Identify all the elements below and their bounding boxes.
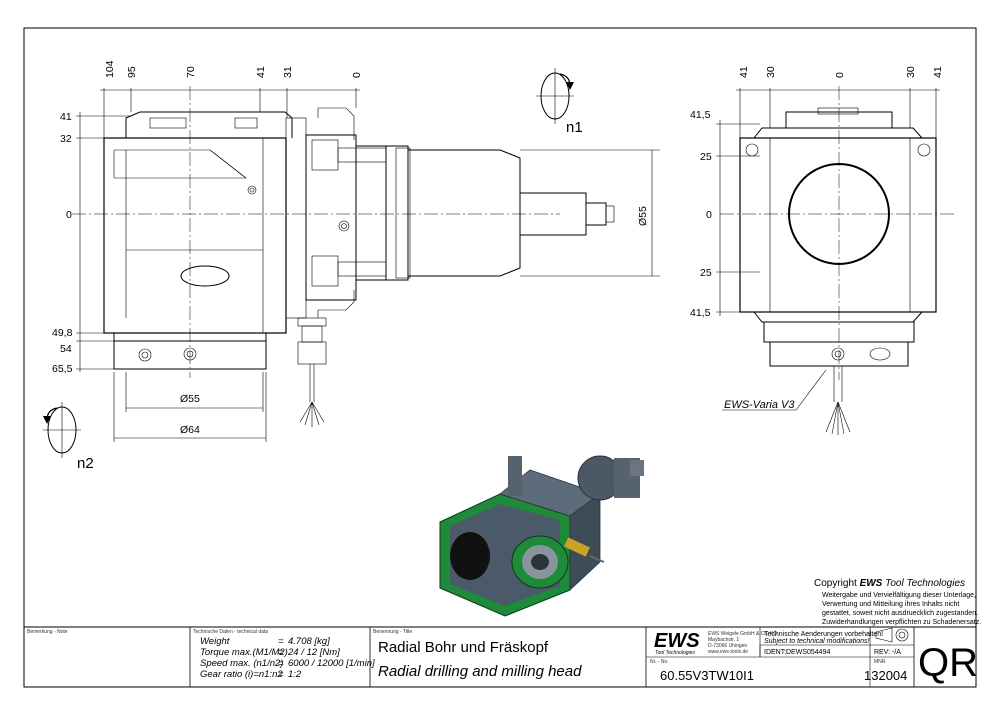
svg-text:EWS Weigele GmbH & Co. KG: EWS Weigele GmbH & Co. KG <box>708 631 777 637</box>
label-n1: n1 <box>566 119 583 136</box>
copyright-line-2: Verwertung und Mitteilung ihres Inhalts … <box>822 601 959 608</box>
drawing-frame <box>23 27 977 688</box>
title-label: Benennung - Title <box>373 629 412 635</box>
fdim-30a: 30 <box>765 66 777 78</box>
part-number: 60.55V3TW10I1 <box>660 668 754 683</box>
title-block: Bemerkung - Note Technische Daten - tech… <box>24 626 978 687</box>
dim-41-left: 41 <box>60 111 72 123</box>
svg-text:www.ews-tools.de: www.ews-tools.de <box>708 649 748 655</box>
fdim-0-left: 0 <box>706 209 712 221</box>
side-top-dim-labels: 104 95 70 41 31 0 <box>104 60 363 78</box>
title-german: Radial Bohr und Fräskopf <box>378 639 549 656</box>
notice-english: Subject to technical modifications! <box>764 638 869 645</box>
front-left-dim-labels: 41,5 25 0 25 41,5 <box>690 109 712 319</box>
svg-text:=: = <box>278 636 284 647</box>
tech-torque-name: Torque max.(M1/M2) <box>200 647 288 658</box>
ews-logo-sub: Tool Technologies <box>655 650 695 656</box>
tech-speed-name: Speed max. (n1/n2) <box>200 658 283 669</box>
fdim-25b: 25 <box>700 267 712 279</box>
fdim-25a: 25 <box>700 151 712 163</box>
dim-0: 0 <box>351 72 363 78</box>
fdim-41-5b: 41,5 <box>690 307 711 319</box>
title-english: Radial drilling and milling head <box>378 663 582 680</box>
front-view <box>720 86 956 435</box>
remark-label: Bemerkung - Note <box>27 629 68 635</box>
fdim-41-5a: 41,5 <box>690 109 711 121</box>
label-n2: n2 <box>77 455 94 472</box>
dim-dia55-flange: Ø55 <box>180 393 200 405</box>
mnr-label: MNR. <box>874 659 887 665</box>
fdim-41b: 41 <box>932 66 944 78</box>
side-view <box>72 86 615 427</box>
dim-dia55-spindle: Ø55 <box>637 206 649 226</box>
front-view-dimensions <box>716 88 940 316</box>
dim-104: 104 <box>104 60 116 78</box>
copyright-line-3: gestattet, soweit nicht ausdruecklich zu… <box>822 610 978 617</box>
tech-speed-value: 6000 / 12000 [1/min] <box>288 658 375 669</box>
ident-label: IDENT: <box>764 649 786 656</box>
fdim-41a: 41 <box>738 66 750 78</box>
qr-label: QR <box>918 641 978 685</box>
ews-logo: EWS <box>654 630 700 652</box>
dim-70: 70 <box>185 66 197 78</box>
tech-gear-value: 1:2 <box>288 669 302 680</box>
tech-data-label: Technische Daten - technical data <box>193 629 268 635</box>
tech-gear-name: Gear ratio (i)=n1:n2 <box>200 669 283 680</box>
svg-text:=: = <box>278 647 284 658</box>
side-view-dimensions <box>76 88 660 442</box>
dim-95: 95 <box>126 66 138 78</box>
copyright-line-1: Weitergabe und Vervielfältigung dieser U… <box>822 592 976 599</box>
dim-54: 54 <box>60 343 72 355</box>
svg-text:=: = <box>278 669 284 680</box>
mnr-value: 132004 <box>864 668 907 683</box>
tech-torque-value: 24 / 12 [Nm] <box>287 647 340 658</box>
svg-text:Copyright EWS Tool Technologie: Copyright EWS Tool Technologies <box>814 578 965 589</box>
ident-value: DEWS054494 <box>786 649 830 656</box>
dim-0-left: 0 <box>66 209 72 221</box>
dim-32: 32 <box>60 133 72 145</box>
svg-text:Maybachstr. 1: Maybachstr. 1 <box>708 637 739 643</box>
isometric-3d-view <box>439 455 644 617</box>
rev-value: -/A <box>892 649 901 656</box>
svg-text:=: = <box>278 658 284 669</box>
notice-german: Technische Aenderungen vorbehalten! <box>764 631 883 638</box>
rev-label: REV: <box>874 649 890 656</box>
dim-65-5: 65,5 <box>52 363 73 375</box>
dim-49-8: 49,8 <box>52 327 73 339</box>
fdim-30b: 30 <box>905 66 917 78</box>
copyright-notice: Copyright EWS Tool Technologies Weiterga… <box>814 578 981 626</box>
dim-41: 41 <box>255 66 267 78</box>
rotation-symbol-n2: n2 <box>43 402 94 472</box>
number-label: Nr. - No. <box>650 659 669 665</box>
side-left-dim-labels: 41 32 0 49,8 54 65,5 <box>52 111 73 375</box>
rotation-symbol-n1: n1 <box>536 68 583 136</box>
dim-31: 31 <box>282 66 294 78</box>
variant-label: EWS-Varia V3 <box>724 399 795 411</box>
dim-dia64: Ø64 <box>180 424 200 436</box>
tech-weight-name: Weight <box>200 636 230 647</box>
fdim-0: 0 <box>834 72 846 78</box>
copyright-line-4: Zuwiderhandlungen verpflichten zu Schade… <box>822 619 981 626</box>
svg-text:D-73066 Uhingen: D-73066 Uhingen <box>708 643 747 649</box>
projection-symbol-icon <box>875 627 909 643</box>
front-top-dim-labels: 41 30 0 30 41 <box>738 66 944 78</box>
tech-weight-value: 4.708 [kg] <box>288 636 330 647</box>
